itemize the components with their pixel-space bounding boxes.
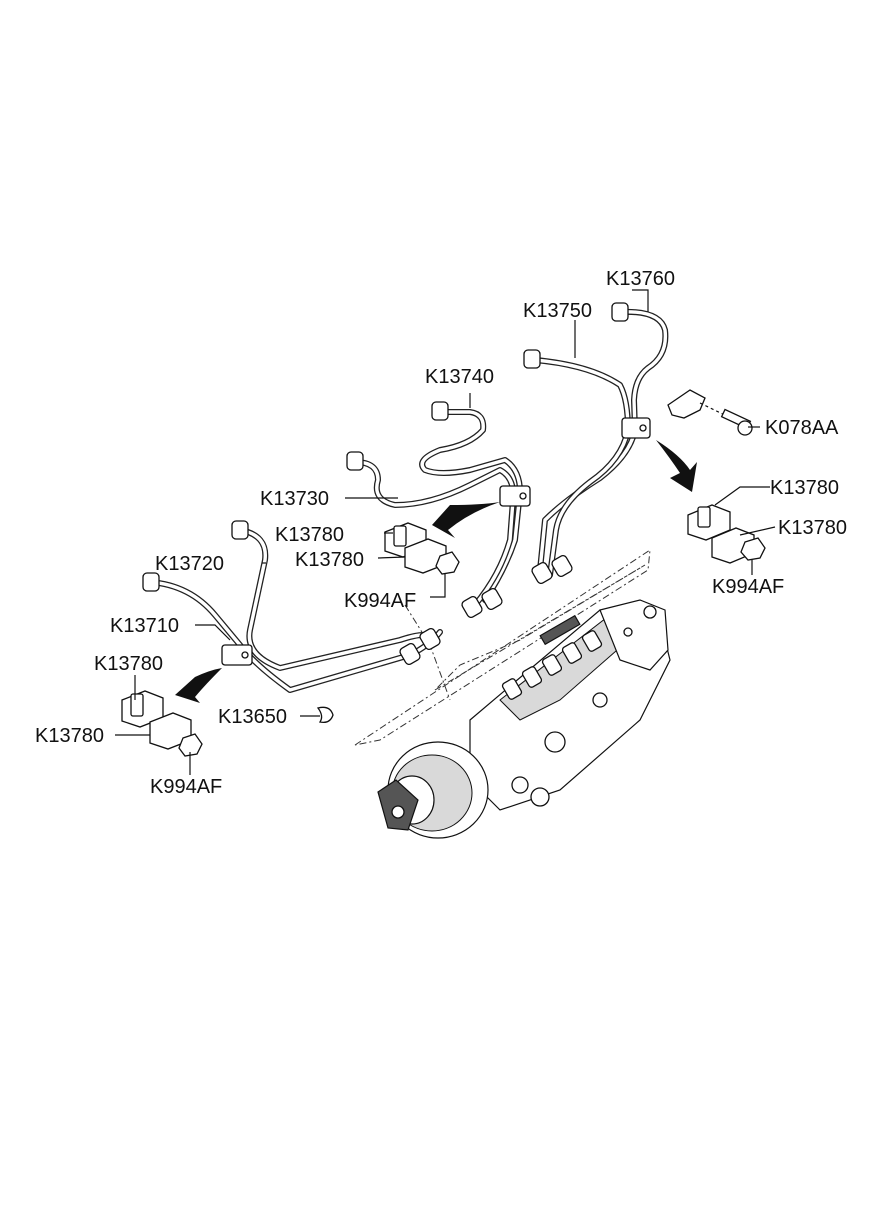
clamp-set-left: [121, 690, 203, 757]
callout-k13650: K13650: [218, 706, 287, 728]
clamp-set-right: [687, 504, 766, 564]
injection-pipe-core-3: [420, 410, 522, 602]
callout-k13750: K13750: [523, 300, 592, 322]
callout-k13720: K13720: [155, 553, 224, 575]
pipe-clamps: [221, 417, 651, 666]
clamp-set-middle: [384, 522, 460, 575]
bolt: [720, 408, 753, 436]
callout-k13740: K13740: [425, 366, 494, 388]
injection-pipe-core-4: [353, 460, 515, 607]
callout-k13710: K13710: [110, 615, 179, 637]
callout-k13760: K13760: [606, 268, 675, 290]
callout-k994af-left: K994AF: [150, 776, 222, 798]
injection-pump-assembly: [354, 549, 671, 839]
callout-labels: K13760 K13750 K13740 K078AA K13780 K1378…: [35, 268, 847, 798]
callout-k13730: K13730: [260, 488, 329, 510]
callout-k13780-left-lower: K13780: [35, 725, 104, 747]
callout-k078aa: K078AA: [765, 417, 839, 439]
drive-flange: [377, 741, 489, 839]
callout-k13780-middle-upper: K13780: [275, 524, 344, 546]
injection-pipes: [147, 308, 669, 693]
delivery-valves: [501, 614, 603, 700]
callout-k994af-middle: K994AF: [344, 590, 416, 612]
leader-lines: [115, 289, 776, 775]
callout-k994af-right: K994AF: [712, 576, 784, 598]
callout-k13780-left-upper: K13780: [94, 653, 163, 675]
callout-k13780-right-lower: K13780: [778, 517, 847, 539]
assembly-arrows: [175, 440, 697, 703]
clip: [316, 706, 334, 723]
callout-k13780-middle-lower: K13780: [295, 549, 364, 571]
pipe-nuts: [142, 302, 629, 665]
callout-k13780-right-upper: K13780: [770, 477, 839, 499]
